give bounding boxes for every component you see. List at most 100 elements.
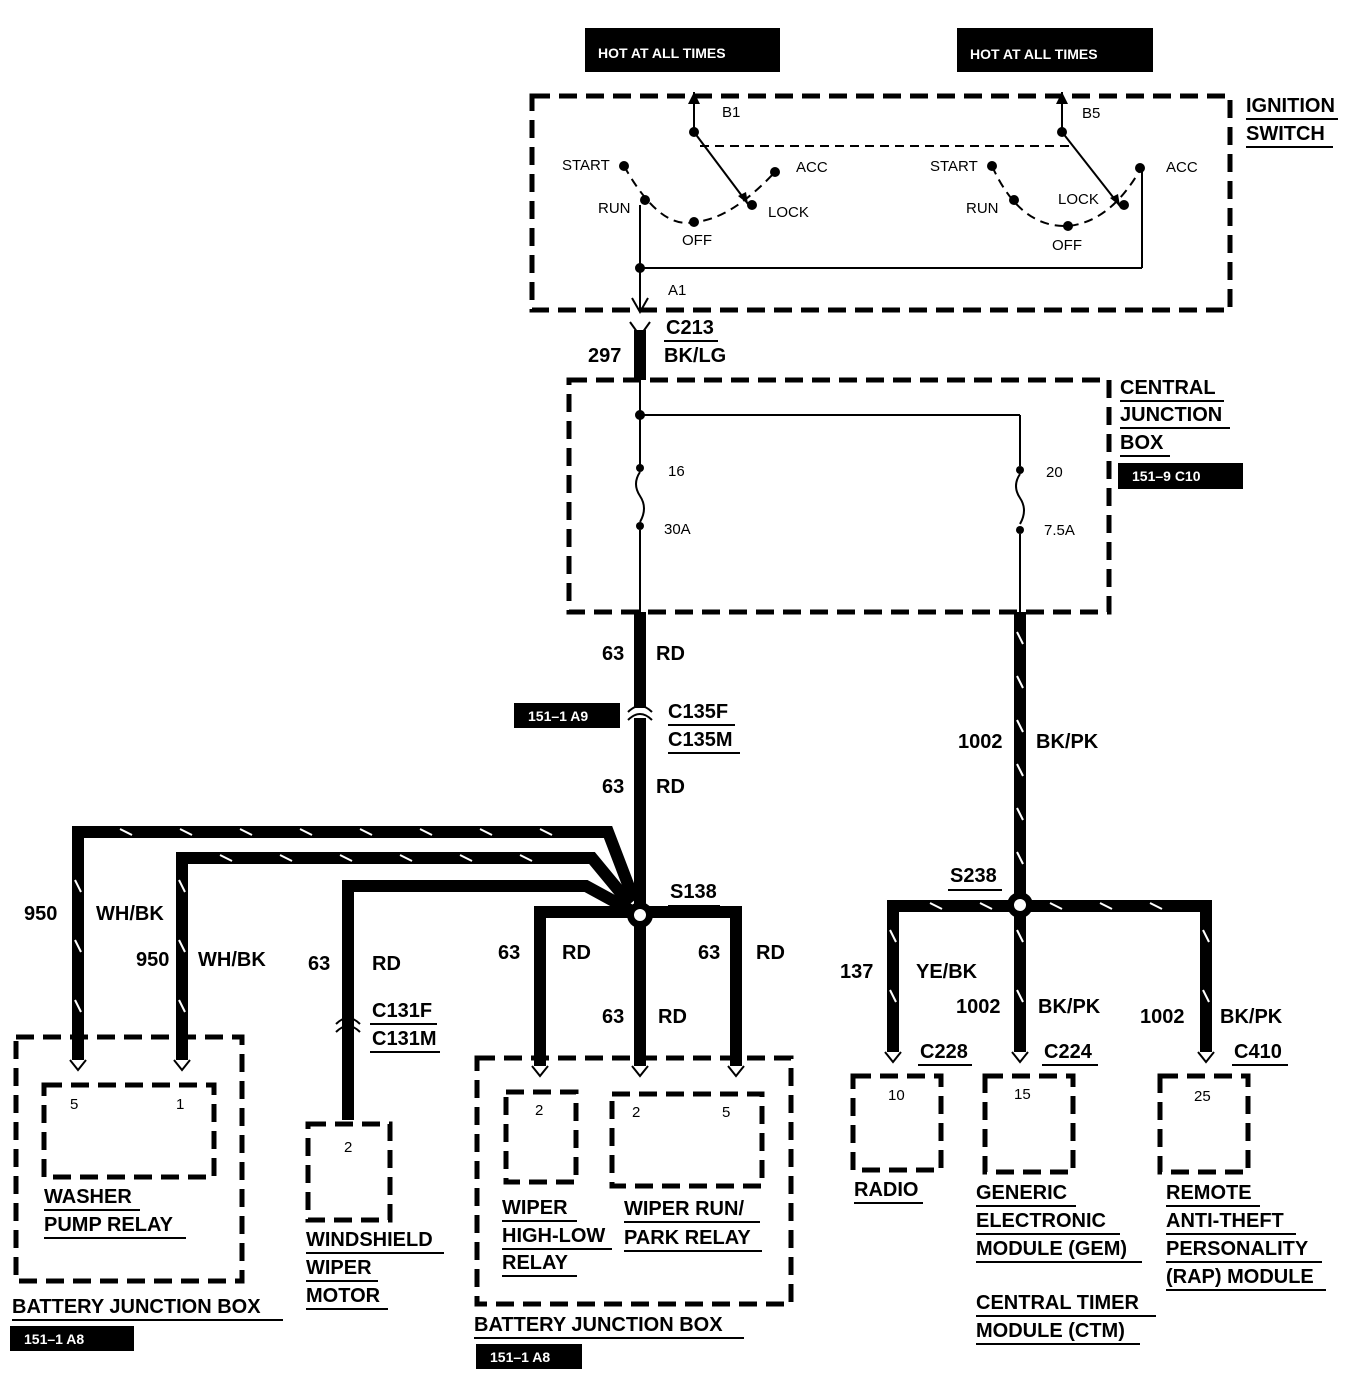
svg-text:RD: RD: [756, 942, 785, 964]
svg-text:WH/BK: WH/BK: [198, 949, 266, 971]
c135m: C135M: [668, 729, 732, 751]
svg-text:1002: 1002: [1140, 1006, 1185, 1028]
svg-text:WH/BK: WH/BK: [96, 903, 164, 925]
svg-text:CENTRAL TIMER: CENTRAL TIMER: [976, 1292, 1140, 1314]
washer-wires: 950 WH/BK 950 WH/BK: [24, 826, 640, 1072]
svg-text:WIPER: WIPER: [306, 1257, 372, 1279]
svg-text:RELAY: RELAY: [502, 1252, 569, 1274]
svg-text:B5: B5: [1082, 105, 1100, 122]
svg-text:LOCK: LOCK: [1058, 191, 1099, 208]
cjb-internal: 16 30A 20 7.5A: [635, 380, 1075, 612]
c135-ref: 151–1 A9: [528, 708, 588, 724]
c224-connector: C224: [1044, 1041, 1093, 1063]
svg-text:BATTERY JUNCTION BOX: BATTERY JUNCTION BOX: [474, 1314, 723, 1336]
cjb-title-2: JUNCTION: [1120, 404, 1222, 426]
svg-text:BATTERY JUNCTION BOX: BATTERY JUNCTION BOX: [12, 1296, 261, 1318]
svg-text:950: 950: [24, 903, 57, 925]
svg-text:1002: 1002: [956, 996, 1001, 1018]
wiper-high-low-relay: [503, 1089, 579, 1185]
svg-text:GENERIC: GENERIC: [976, 1182, 1067, 1204]
ignition-switch-box: [529, 93, 1233, 313]
svg-text:1002: 1002: [958, 731, 1003, 753]
svg-text:OFF: OFF: [682, 232, 712, 249]
svg-text:OFF: OFF: [1052, 237, 1082, 254]
svg-text:5: 5: [70, 1096, 78, 1113]
svg-text:LOCK: LOCK: [768, 204, 809, 221]
svg-text:MOTOR: MOTOR: [306, 1285, 381, 1307]
ignition-title-1: IGNITION: [1246, 95, 1335, 117]
radio-module: [850, 1073, 944, 1173]
svg-text:HOT AT ALL TIMES: HOT AT ALL TIMES: [598, 45, 726, 61]
svg-text:START: START: [562, 157, 610, 174]
svg-text:RD: RD: [656, 643, 685, 665]
svg-text:MODULE (GEM): MODULE (GEM): [976, 1238, 1127, 1260]
svg-text:BK/PK: BK/PK: [1220, 1006, 1283, 1028]
svg-text:63: 63: [308, 953, 330, 975]
svg-text:RD: RD: [656, 776, 685, 798]
c131f: C131F: [372, 1000, 432, 1022]
svg-text:WIPER: WIPER: [502, 1197, 568, 1219]
svg-text:30A: 30A: [664, 521, 691, 538]
svg-text:63: 63: [698, 942, 720, 964]
svg-text:WINDSHIELD: WINDSHIELD: [306, 1229, 433, 1251]
svg-text:10: 10: [888, 1087, 905, 1104]
svg-text:RD: RD: [658, 1006, 687, 1028]
hot-label-left: HOT AT ALL TIMES: [585, 28, 780, 72]
svg-text:RD: RD: [372, 953, 401, 975]
svg-text:RUN: RUN: [966, 200, 999, 217]
svg-text:1: 1: [176, 1096, 184, 1113]
svg-text:7.5A: 7.5A: [1044, 522, 1075, 539]
cjb-title-1: CENTRAL: [1120, 377, 1216, 399]
svg-text:2: 2: [535, 1102, 543, 1119]
hot-label-right: HOT AT ALL TIMES: [957, 28, 1153, 72]
svg-text:2: 2: [344, 1139, 352, 1156]
c410-connector: C410: [1234, 1041, 1282, 1063]
svg-text:WASHER: WASHER: [44, 1186, 132, 1208]
rap-module: [1157, 1073, 1251, 1175]
svg-text:63: 63: [602, 776, 624, 798]
svg-text:B1: B1: [722, 104, 740, 121]
svg-text:ELECTRONIC: ELECTRONIC: [976, 1210, 1106, 1232]
wiper-run-park-relay: [609, 1091, 765, 1189]
s138-label: S138: [670, 881, 717, 903]
ignition-switch-left: B1 START ACC RUN LOCK OFF A1: [562, 92, 1142, 310]
svg-text:REMOTE: REMOTE: [1166, 1182, 1252, 1204]
c135f: C135F: [668, 701, 728, 723]
c228-connector: C228: [920, 1041, 968, 1063]
svg-text:BK/PK: BK/PK: [1038, 996, 1101, 1018]
svg-text:START: START: [930, 158, 978, 175]
wiper-bjb-ref: 151–1 A8: [490, 1349, 550, 1365]
cjb-ref: 151–9 C10: [1132, 468, 1201, 484]
svg-text:BK/PK: BK/PK: [1036, 731, 1099, 753]
battery-junction-box-left: [13, 1034, 245, 1284]
svg-text:A1: A1: [668, 282, 686, 299]
svg-text:5: 5: [722, 1104, 730, 1121]
svg-text:20: 20: [1046, 464, 1063, 481]
svg-text:2: 2: [632, 1104, 640, 1121]
c131m: C131M: [372, 1028, 436, 1050]
svg-text:15: 15: [1014, 1086, 1031, 1103]
svg-text:PUMP RELAY: PUMP RELAY: [44, 1214, 174, 1236]
svg-text:ACC: ACC: [796, 159, 828, 176]
svg-text:RADIO: RADIO: [854, 1179, 918, 1201]
ignition-switch-right: B5 START ACC RUN LOCK OFF: [700, 92, 1198, 268]
ignition-title-2: SWITCH: [1246, 123, 1325, 145]
svg-text:PARK RELAY: PARK RELAY: [624, 1227, 751, 1249]
washer-pump-relay: [41, 1082, 217, 1180]
svg-text:RUN: RUN: [598, 200, 631, 217]
washer-bjb-ref: 151–1 A8: [24, 1331, 84, 1347]
svg-text:WIPER RUN/: WIPER RUN/: [624, 1198, 744, 1220]
c213-circuit: 297: [588, 345, 621, 367]
svg-text:YE/BK: YE/BK: [916, 961, 978, 983]
s238-label: S238: [950, 865, 997, 887]
svg-text:(RAP) MODULE: (RAP) MODULE: [1166, 1266, 1314, 1288]
svg-text:PERSONALITY: PERSONALITY: [1166, 1238, 1309, 1260]
cjb-title-3: BOX: [1120, 432, 1164, 454]
svg-text:137: 137: [840, 961, 873, 983]
svg-text:16: 16: [668, 463, 685, 480]
svg-text:25: 25: [1194, 1088, 1211, 1105]
c213-connector: C213: [666, 317, 714, 339]
svg-text:HIGH-LOW: HIGH-LOW: [502, 1225, 605, 1247]
svg-text:63: 63: [602, 1006, 624, 1028]
